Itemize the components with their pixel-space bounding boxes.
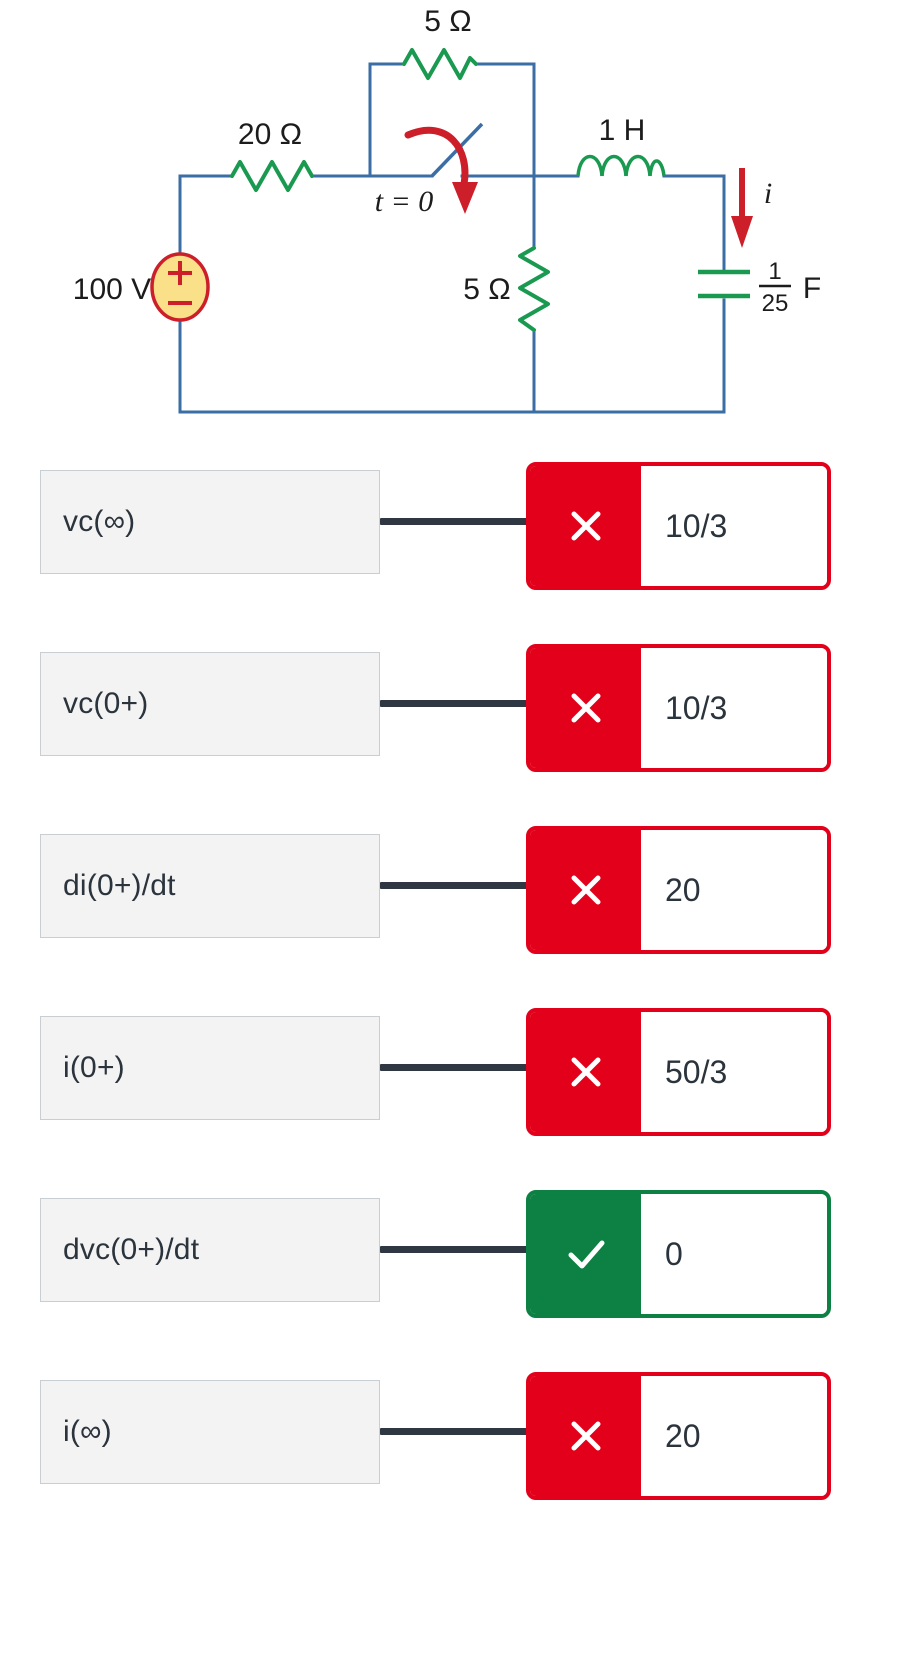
connector-line: [380, 882, 528, 889]
current-label-i: i: [764, 177, 772, 210]
inductor-1h: [576, 154, 666, 177]
cross-icon: [530, 1012, 641, 1132]
cross-icon: [530, 1376, 641, 1496]
answer-row: dvc(0+)/dt 0: [0, 1190, 919, 1318]
answer-label-box[interactable]: vc(0+): [40, 652, 380, 756]
circuit-wires: [178, 62, 726, 414]
capacitor-value-label: 1 25 F: [759, 258, 821, 317]
answer-row: i(0+) 50/3: [0, 1008, 919, 1136]
answer-value: 20: [641, 1376, 827, 1496]
connector-line: [380, 1246, 528, 1253]
answer-result-box[interactable]: 10/3: [526, 462, 831, 590]
resistor-5-ohm-shunt: [518, 246, 550, 332]
answer-label-box[interactable]: i(∞): [40, 1380, 380, 1484]
circuit-schematic: 5 Ω 20 Ω t = 0 1 H 5 Ω 100 V i 1 25 F: [73, 5, 821, 414]
answer-value: 50/3: [641, 1012, 827, 1132]
matching-answer-list: vc(∞) 10/3 vc(0+) 10/3: [0, 462, 919, 1554]
voltage-source-100v: [150, 252, 210, 322]
connector-line: [380, 518, 528, 525]
switch-arrow: [404, 126, 478, 214]
answer-value: 0: [641, 1194, 827, 1314]
answer-result-box[interactable]: 10/3: [526, 644, 831, 772]
answer-row: di(0+)/dt 20: [0, 826, 919, 954]
resistor-20-ohm-label: 20 Ω: [238, 118, 302, 151]
current-arrow-i: [731, 168, 753, 248]
capacitor-numerator: 1: [768, 258, 781, 285]
resistor-5-ohm-shunt-label: 5 Ω: [463, 273, 510, 306]
cross-icon: [530, 648, 641, 768]
answer-value: 20: [641, 830, 827, 950]
cross-icon: [530, 830, 641, 950]
switch-label: t = 0: [375, 185, 434, 218]
connector-line: [380, 700, 528, 707]
answer-result-box[interactable]: 20: [526, 826, 831, 954]
answer-row: vc(0+) 10/3: [0, 644, 919, 772]
circuit-diagram: 5 Ω 20 Ω t = 0 1 H 5 Ω 100 V i 1 25 F: [0, 0, 919, 440]
resistor-5-ohm-top-label: 5 Ω: [424, 5, 471, 38]
answer-value: 10/3: [641, 466, 827, 586]
answer-result-box[interactable]: 0: [526, 1190, 831, 1318]
resistor-5-ohm-top: [402, 48, 478, 80]
answer-result-box[interactable]: 50/3: [526, 1008, 831, 1136]
answer-row: vc(∞) 10/3: [0, 462, 919, 590]
check-icon: [530, 1194, 641, 1314]
answer-label-box[interactable]: dvc(0+)/dt: [40, 1198, 380, 1302]
capacitor-1-25-farad: [698, 269, 750, 299]
answer-row: i(∞) 20: [0, 1372, 919, 1500]
connector-line: [380, 1064, 528, 1071]
answer-value: 10/3: [641, 648, 827, 768]
answer-result-box[interactable]: 20: [526, 1372, 831, 1500]
answer-label-box[interactable]: di(0+)/dt: [40, 834, 380, 938]
answer-label-box[interactable]: i(0+): [40, 1016, 380, 1120]
capacitor-unit: F: [803, 272, 821, 305]
voltage-source-label: 100 V: [73, 273, 151, 306]
answer-label-box[interactable]: vc(∞): [40, 470, 380, 574]
capacitor-denominator: 25: [762, 290, 789, 317]
connector-line: [380, 1428, 528, 1435]
cross-icon: [530, 466, 641, 586]
resistor-20-ohm: [230, 160, 314, 192]
inductor-label: 1 H: [599, 114, 646, 147]
